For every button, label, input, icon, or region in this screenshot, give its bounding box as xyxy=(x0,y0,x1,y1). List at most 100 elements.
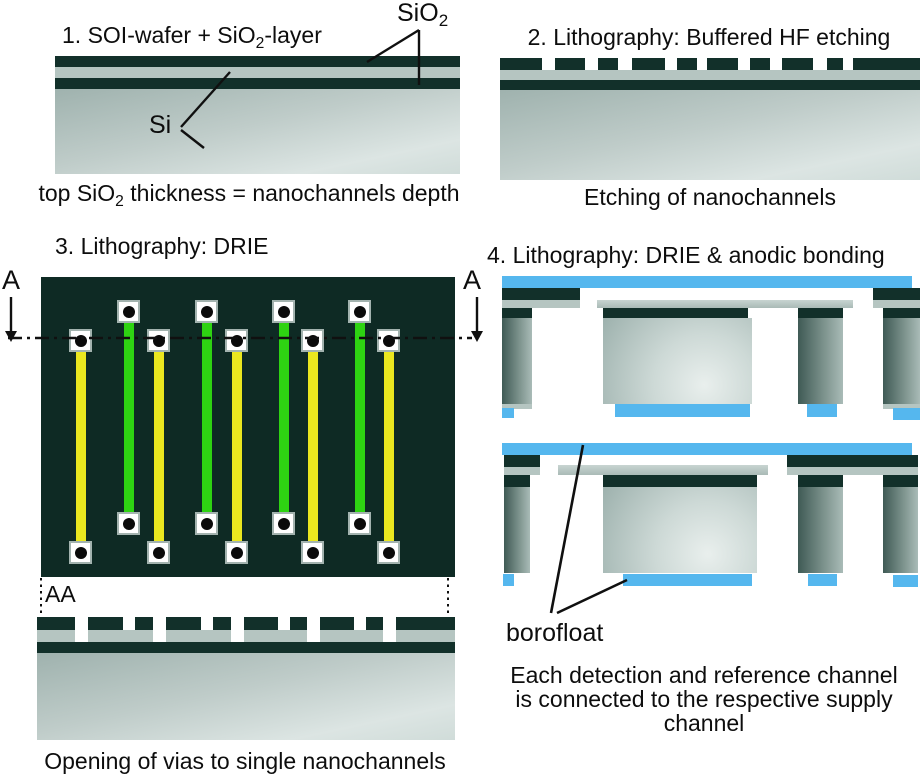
panel3-title: 3. Lithography: DRIE xyxy=(55,233,269,259)
yellow-channel-via-hole xyxy=(383,335,395,347)
mid-pillar xyxy=(798,318,843,404)
right-pillar-oxide xyxy=(883,308,920,318)
deep-via xyxy=(383,617,396,642)
right-foot-glass xyxy=(893,575,918,587)
aa-cross-section xyxy=(37,617,455,740)
right-pillar xyxy=(883,487,918,573)
right-cap-oxide xyxy=(873,288,920,300)
caption-line: channel xyxy=(663,710,745,737)
mid-pillar-oxide xyxy=(798,475,843,487)
center-block xyxy=(603,487,757,573)
soi-wafer-cross-section xyxy=(55,56,460,174)
center-block-glass xyxy=(615,404,750,417)
aa-section-label: AA xyxy=(45,581,76,607)
mid-foot-glass xyxy=(807,404,837,417)
panel4-title: 4. Lithography: DRIE & anodic bonding xyxy=(487,242,885,268)
shallow-channel-opening xyxy=(278,617,290,630)
etched-nanochannel-gap xyxy=(843,58,853,70)
left-cap-silicon xyxy=(504,467,540,475)
left-cap-oxide xyxy=(502,288,580,300)
right-pillar xyxy=(883,318,920,404)
device-si-layer xyxy=(55,67,460,78)
right-pillar-oxide xyxy=(883,475,918,487)
etched-nanochannel-gap xyxy=(697,58,707,70)
etched-nanochannel-gap xyxy=(618,58,632,70)
deep-via xyxy=(231,617,244,642)
section-a-label-left: A xyxy=(2,265,21,295)
mid-foot-glass xyxy=(808,574,837,586)
center-block-oxide xyxy=(603,475,757,487)
section-arrowhead-left xyxy=(5,331,17,342)
deep-via xyxy=(153,617,166,642)
buried-sio2-layer xyxy=(55,78,460,89)
yellow-channel-via-hole xyxy=(231,547,243,559)
green-channel-via-hole xyxy=(123,306,135,318)
etched-nanochannel-gap xyxy=(813,58,827,70)
etched-nanochannel-gap xyxy=(665,58,677,70)
mid-pillar-oxide xyxy=(798,308,843,318)
si-substrate xyxy=(55,89,460,174)
left-pillar-oxide xyxy=(502,308,532,318)
left-cap-silicon xyxy=(502,300,580,308)
right-cap-oxide xyxy=(787,455,918,467)
green-channel-bar xyxy=(355,311,365,524)
green-channel-via-hole xyxy=(201,518,213,530)
left-foot-glass xyxy=(502,408,514,418)
hf-etched-wafer-cross-section xyxy=(500,58,920,180)
suspended-membrane xyxy=(597,300,853,308)
green-channel-via-hole xyxy=(278,306,290,318)
green-channel-bar xyxy=(202,311,212,524)
left-pillar-base xyxy=(502,404,532,409)
green-channel-via-hole xyxy=(278,518,290,530)
right-pillar-base xyxy=(883,404,920,409)
left-cap-oxide xyxy=(504,455,540,467)
bonded-glass-top xyxy=(502,276,912,288)
mid-pillar xyxy=(798,487,843,573)
borofloat-label: borofloat xyxy=(506,619,604,647)
panel2-title: 2. Lithography: Buffered HF etching xyxy=(527,24,891,50)
center-block xyxy=(603,318,752,404)
right-foot-glass xyxy=(893,408,920,420)
sio2-label: SiO2 xyxy=(397,0,449,30)
deep-via xyxy=(75,617,88,642)
caption-line: Each detection and reference channel xyxy=(510,662,898,688)
etched-nanochannel-gap xyxy=(542,58,555,70)
green-channel-via-hole xyxy=(201,306,213,318)
si-substrate xyxy=(37,653,455,740)
etched-nanochannel-gap xyxy=(770,58,782,70)
yellow-channel-via-hole xyxy=(307,335,319,347)
etched-nanochannel-gap xyxy=(585,58,598,70)
right-cap-silicon xyxy=(787,467,918,475)
device-si-layer xyxy=(37,630,455,642)
panel1-caption: top SiO2 thickness = nanochannels depth xyxy=(38,180,460,210)
section-arrowhead-right xyxy=(471,331,483,342)
shallow-channel-opening xyxy=(123,617,135,630)
si-substrate xyxy=(500,90,920,180)
panel3-caption: Opening of vias to single nanochannels xyxy=(44,748,446,774)
green-channel-bar xyxy=(124,311,134,524)
panel1-title: 1. SOI-wafer + SiO2-layer xyxy=(62,22,322,52)
yellow-channel-bar xyxy=(384,340,394,553)
left-pillar-oxide xyxy=(504,475,530,487)
patterned-sio2-mask xyxy=(37,617,455,630)
shallow-channel-opening xyxy=(354,617,366,630)
shallow-channel-opening xyxy=(201,617,213,630)
buried-sio2-layer xyxy=(500,80,920,90)
etched-nanochannel-gap xyxy=(738,58,750,70)
device-si-layer xyxy=(500,70,920,80)
panel2-caption: Etching of nanochannels xyxy=(584,184,836,210)
yellow-channel-via-hole xyxy=(75,547,87,559)
yellow-channel-bar xyxy=(232,340,242,553)
yellow-channel-via-hole xyxy=(153,547,165,559)
section-a-label-right: A xyxy=(463,265,482,295)
yellow-channel-via-hole xyxy=(307,547,319,559)
yellow-channel-bar xyxy=(308,340,318,553)
patterned-sio2-mask xyxy=(500,58,920,70)
center-block-oxide xyxy=(603,308,748,318)
green-channel-bar xyxy=(279,311,289,524)
deep-via xyxy=(307,617,320,642)
panel4-caption: Each detection and reference channel is … xyxy=(492,662,916,737)
yellow-channel-via-hole xyxy=(231,335,243,347)
yellow-channel-via-hole xyxy=(153,335,165,347)
